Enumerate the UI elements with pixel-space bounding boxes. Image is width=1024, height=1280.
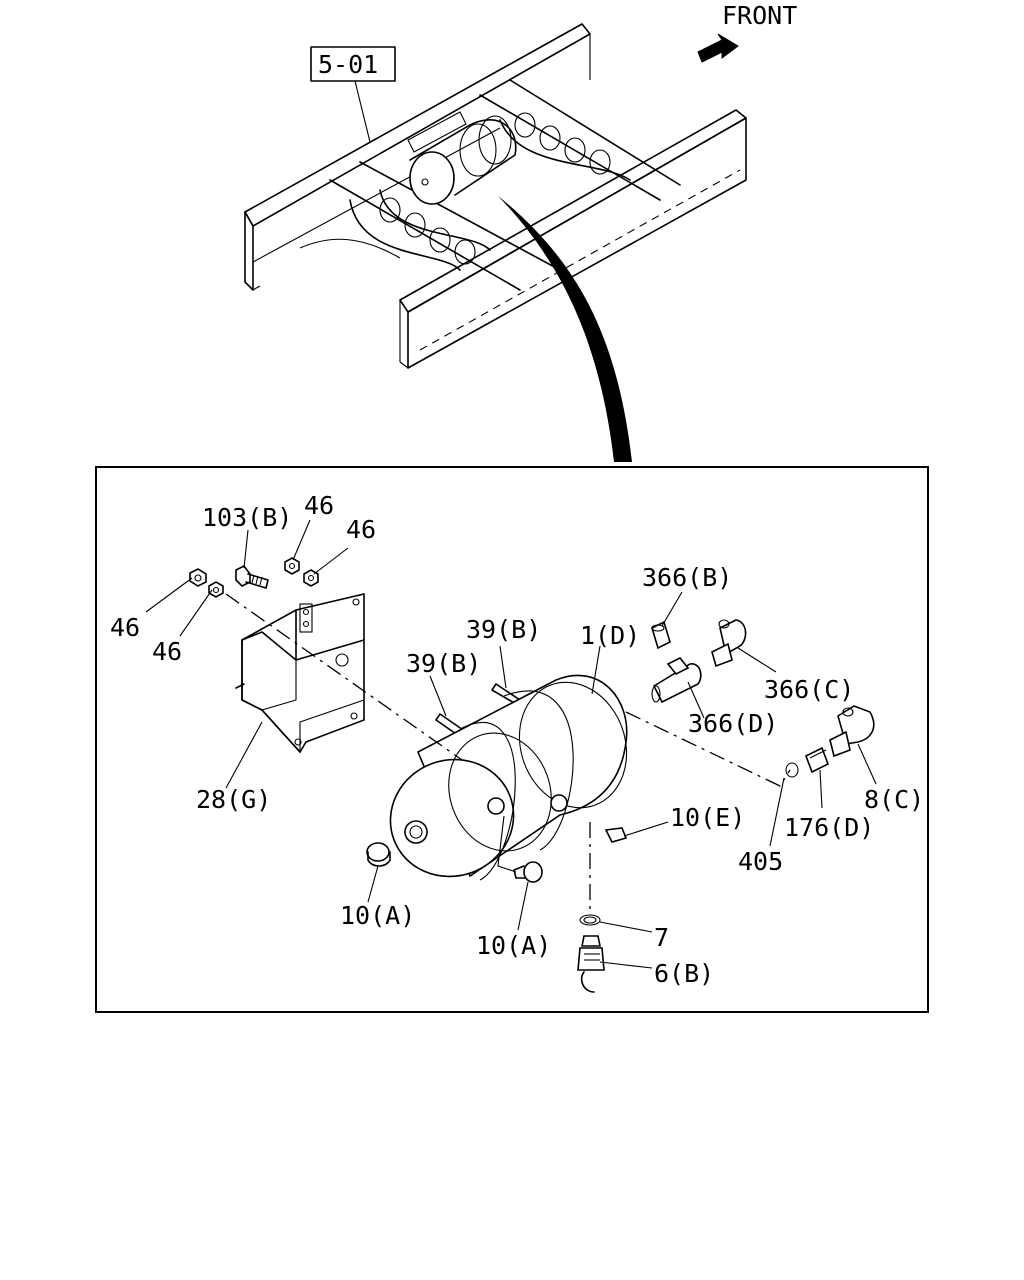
callout-46-left-lower: 46	[152, 637, 182, 666]
callout-28g: 28(G)	[196, 785, 271, 814]
washer-405	[785, 762, 799, 778]
leader-plug-10a-right-link	[497, 815, 517, 873]
nut-46-left-lower	[208, 581, 224, 598]
callout-366b: 366(B)	[642, 563, 732, 592]
detail-pointer	[498, 196, 632, 462]
callout-10e: 10(E)	[670, 803, 745, 832]
chassis-frame-drawing	[244, 23, 747, 369]
bracket-28g	[235, 592, 365, 754]
connector-176d	[804, 746, 830, 774]
callout-10a-left: 10(A)	[340, 901, 415, 930]
drain-valve-6b	[577, 935, 605, 993]
front-arrow-icon	[697, 33, 739, 63]
detail-frame	[95, 466, 929, 1013]
callout-46-top-right: 46	[346, 515, 376, 544]
callout-366c: 366(C)	[764, 675, 854, 704]
callout-405: 405	[738, 847, 783, 876]
nut-46-right-upper	[284, 557, 300, 575]
reference-box: 5-01	[310, 46, 396, 82]
fitting-366d	[651, 656, 702, 704]
callout-366d: 366(D)	[688, 709, 778, 738]
reference-leader	[354, 80, 371, 143]
callout-46-top: 46	[304, 491, 334, 520]
callout-8c: 8(C)	[864, 785, 924, 814]
callout-103b: 103(B)	[202, 503, 292, 532]
centerline-port	[625, 711, 791, 787]
callout-7: 7	[654, 923, 669, 952]
callout-39b-upper: 39(B)	[466, 615, 541, 644]
plug-10a-right	[513, 861, 543, 883]
centerline-bracket	[225, 593, 463, 761]
fitting-366c	[711, 619, 747, 668]
washer-7	[579, 914, 601, 926]
callout-46-left: 46	[110, 613, 140, 642]
plug-10a-left	[366, 842, 391, 867]
callout-6b: 6(B)	[654, 959, 714, 988]
air-tank-1d	[389, 674, 628, 881]
callout-176d: 176(D)	[784, 813, 874, 842]
callout-39b-lower: 39(B)	[406, 649, 481, 678]
nut-46-left-upper	[189, 568, 207, 587]
front-label: FRONT	[722, 1, 797, 30]
callout-1d: 1(D)	[580, 621, 640, 650]
leader-lines	[145, 519, 877, 969]
callout-10a-right: 10(A)	[476, 931, 551, 960]
bolt-103b	[235, 564, 269, 589]
elbow-8c	[829, 705, 875, 758]
reference-box-label: 5-01	[318, 50, 378, 79]
fitting-366b	[651, 620, 671, 650]
plug-10e	[604, 827, 628, 843]
